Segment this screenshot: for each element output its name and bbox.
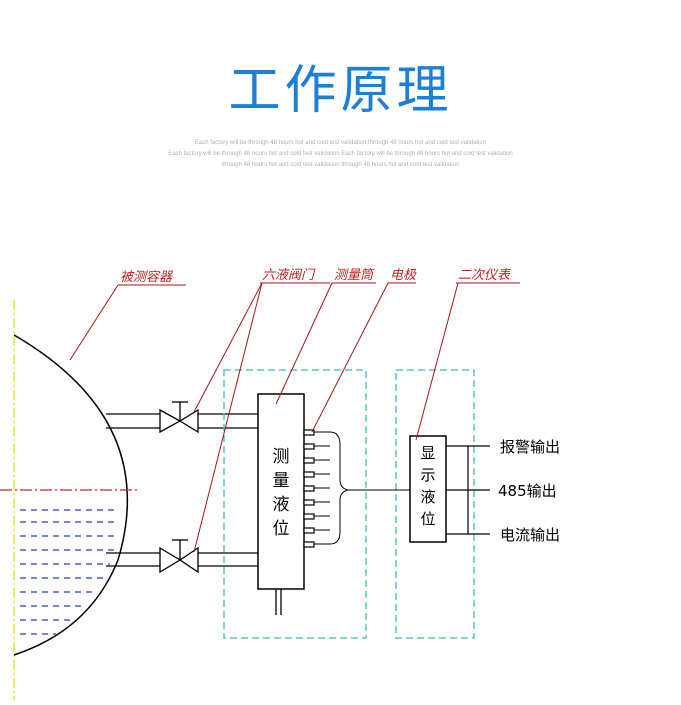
measure-char-3: 液	[273, 495, 290, 515]
output-485-label: 485输出	[498, 482, 557, 500]
output-alarm-label: 报警输出	[500, 438, 560, 456]
vessel-outline	[13, 334, 129, 656]
display-char-3: 液	[420, 488, 435, 506]
liquid-level-marks	[20, 509, 118, 635]
measure-char-4: 位	[273, 519, 290, 539]
lower-pipe	[106, 552, 258, 567]
electrodes	[303, 429, 315, 548]
measuring-tube	[257, 393, 305, 590]
page-title: 工作原理	[228, 61, 453, 121]
output-current-label: 电流输出	[500, 526, 560, 544]
measuring-section-box	[223, 369, 367, 639]
display-char-1: 显	[420, 444, 435, 462]
measure-char-1: 测	[273, 447, 290, 467]
electrode-wires	[314, 431, 410, 545]
upper-pipe	[106, 413, 258, 429]
label-container: 被测容器	[120, 269, 173, 285]
label-underlines	[118, 282, 520, 286]
label-electrode: 电极	[390, 268, 417, 283]
measure-char-2: 量	[273, 471, 290, 491]
leader-lines	[69, 282, 459, 553]
lower-valve	[159, 539, 199, 574]
subtitle-line-2: Each factory will be through 48 hours ho…	[168, 151, 513, 157]
subtitle-line-3: through 48 hours hot and cold test valid…	[221, 162, 460, 168]
upper-valve	[159, 401, 199, 434]
display-char-2: 示	[420, 466, 435, 484]
display-char-4: 位	[420, 510, 435, 528]
label-measuring-tube: 测量筒	[334, 268, 375, 283]
display-box	[409, 435, 447, 543]
output-wires	[446, 445, 490, 535]
label-secondary-meter: 二次仪表	[458, 268, 512, 283]
subtitle-line-1: Each factory will be through 48 hours ho…	[194, 140, 487, 146]
label-valves: 六液阀门	[262, 268, 316, 283]
